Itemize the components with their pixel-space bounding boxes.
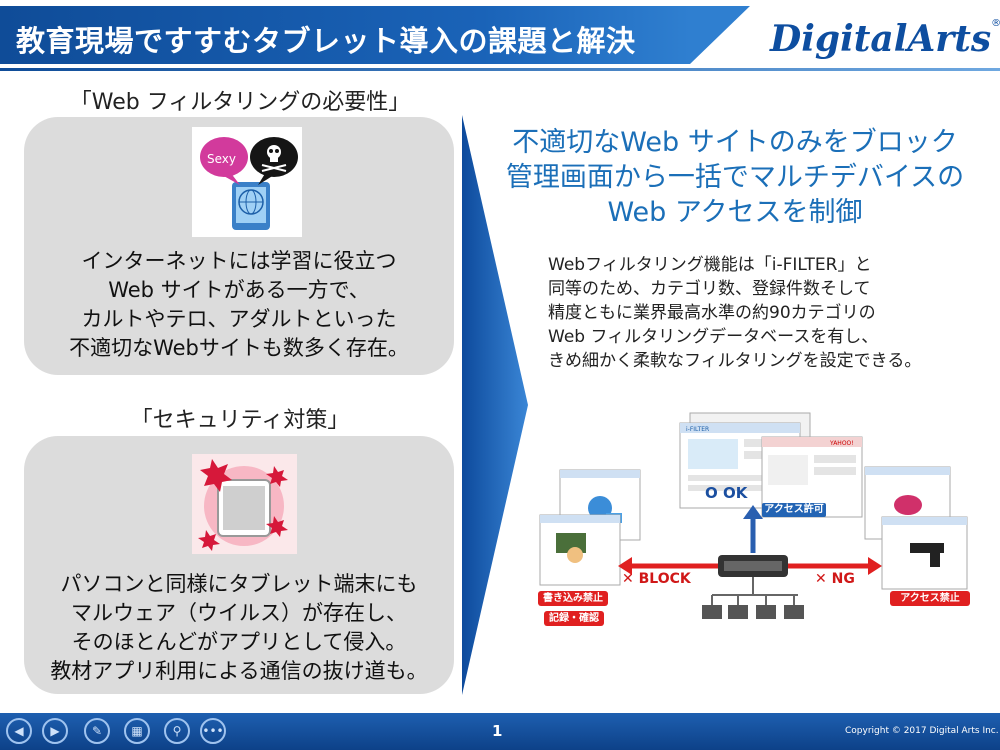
solution-title: 不適切なWeb サイトのみをブロック 管理画面から一括でマルチデバイスの Web… (500, 125, 970, 230)
pen-icon: ✎ (91, 724, 103, 738)
desc-line-2: 同等のため、カテゴリ数、登録件数そして (548, 279, 871, 299)
record-check-badge: 記録・確認 (544, 611, 604, 626)
more-options-button[interactable]: ••• (200, 718, 226, 744)
desc-line-3: 精度ともに業界最高水準の約90カテゴリの (548, 303, 876, 323)
security-line-1: パソコンと同様にタブレット端末にも (60, 572, 418, 596)
pen-tool-button[interactable]: ✎ (84, 718, 110, 744)
access-allowed-badge: アクセス許可 (762, 503, 826, 517)
security-description: パソコンと同様にタブレット端末にも マルウェア（ウイルス）が存在し、 そのほとん… (24, 570, 454, 686)
slide-title: 教育現場ですすむタブレット導入の課題と解決 (16, 24, 636, 58)
prev-slide-button[interactable]: ◀ (6, 718, 32, 744)
logo-text: DigitalArts (770, 18, 992, 60)
chevron-left-icon: ◀ (14, 724, 24, 738)
diagram-graphics: i-FILTER YAHOO! (539, 412, 968, 619)
panel-security: パソコンと同様にタブレット端末にも マルウェア（ウイルス）が存在し、 そのほとん… (24, 436, 454, 694)
transition-arrow (462, 115, 528, 695)
filtering-line-1: インターネットには学習に役立つ (81, 249, 397, 273)
access-prohibited-badge: アクセス禁止 (890, 591, 970, 606)
solution-title-line-2: 管理画面から一括でマルチデバイスの (505, 162, 965, 193)
see-all-slides-button[interactable]: ▦ (124, 718, 150, 744)
slides-grid-icon: ▦ (131, 724, 143, 738)
desc-line-5: きめ細かく柔軟なフィルタリングを設定できる。 (548, 351, 922, 371)
security-line-4: 教材アプリ利用による通信の抜け道も。 (50, 659, 428, 683)
adult-content-illustration: Sexy (192, 127, 302, 237)
ok-label: O OK (705, 484, 748, 502)
slide-header: 教育現場ですすむタブレット導入の課題と解決 DigitalArts® (0, 0, 1000, 71)
security-line-3: そのほとんどがアプリとして侵入。 (71, 630, 407, 654)
section-heading-filtering: 「Web フィルタリングの必要性」 (69, 90, 411, 115)
filtering-line-2: Web サイトがある一方で、 (108, 278, 370, 302)
panel-filtering: Sexy インターネットには学習に役立つ Web サイトがある一方で、 カルトや… (24, 117, 454, 375)
filtering-line-3: カルトやテロ、アダルトといった (81, 307, 397, 331)
ellipsis-icon: ••• (202, 724, 224, 738)
chevron-right-icon: ▶ (50, 724, 60, 738)
solution-title-line-3: Web アクセスを制御 (607, 197, 863, 228)
title-bar: 教育現場ですすむタブレット導入の課題と解決 (0, 6, 750, 64)
page-number: 1 (492, 722, 503, 740)
filtering-diagram: i-FILTER YAHOO! O OK アクセス許可 ✕ BLOCK ✕ NG… (530, 405, 980, 635)
solution-title-line-1: 不適切なWeb サイトのみをブロック (512, 127, 958, 158)
logo-registered-mark: ® (991, 18, 1000, 29)
zoom-button[interactable]: ⚲ (164, 718, 190, 744)
malware-icon (198, 459, 288, 551)
sexy-label: Sexy (207, 152, 236, 166)
slide-footer: ◀ ▶ ✎ ▦ ⚲ ••• 1 Copyright © 2017 Digital… (0, 713, 1000, 750)
solution-description: Webフィルタリング機能は「i-FILTER」と 同等のため、カテゴリ数、登録件… (548, 253, 921, 373)
ng-label: ✕ NG (815, 571, 855, 587)
copyright-text: Copyright © 2017 Digital Arts Inc. (845, 726, 999, 736)
filtering-icon: Sexy (200, 137, 298, 230)
filtering-description: インターネットには学習に役立つ Web サイトがある一方で、 カルトやテロ、アダ… (24, 247, 454, 363)
i-filter-screen-label: i-FILTER (686, 426, 709, 433)
filtering-line-4: 不適切なWebサイトも数多く存在。 (69, 336, 409, 360)
malware-tablet-illustration (192, 454, 297, 554)
block-label: ✕ BLOCK (622, 571, 691, 587)
magnifier-icon: ⚲ (172, 724, 182, 738)
section-heading-security: 「セキュリティ対策」 (130, 408, 350, 433)
desc-line-1: Webフィルタリング機能は「i-FILTER」と (548, 255, 872, 275)
yahoo-screen-label: YAHOO! (829, 440, 854, 447)
next-slide-button[interactable]: ▶ (42, 718, 68, 744)
header-divider (0, 68, 1000, 71)
desc-line-4: Web フィルタリングデータベースを有し、 (548, 327, 879, 347)
security-line-2: マルウェア（ウイルス）が存在し、 (71, 601, 407, 625)
digital-arts-logo: DigitalArts® (770, 18, 1000, 64)
write-prohibited-badge: 書き込み禁止 (538, 591, 608, 606)
